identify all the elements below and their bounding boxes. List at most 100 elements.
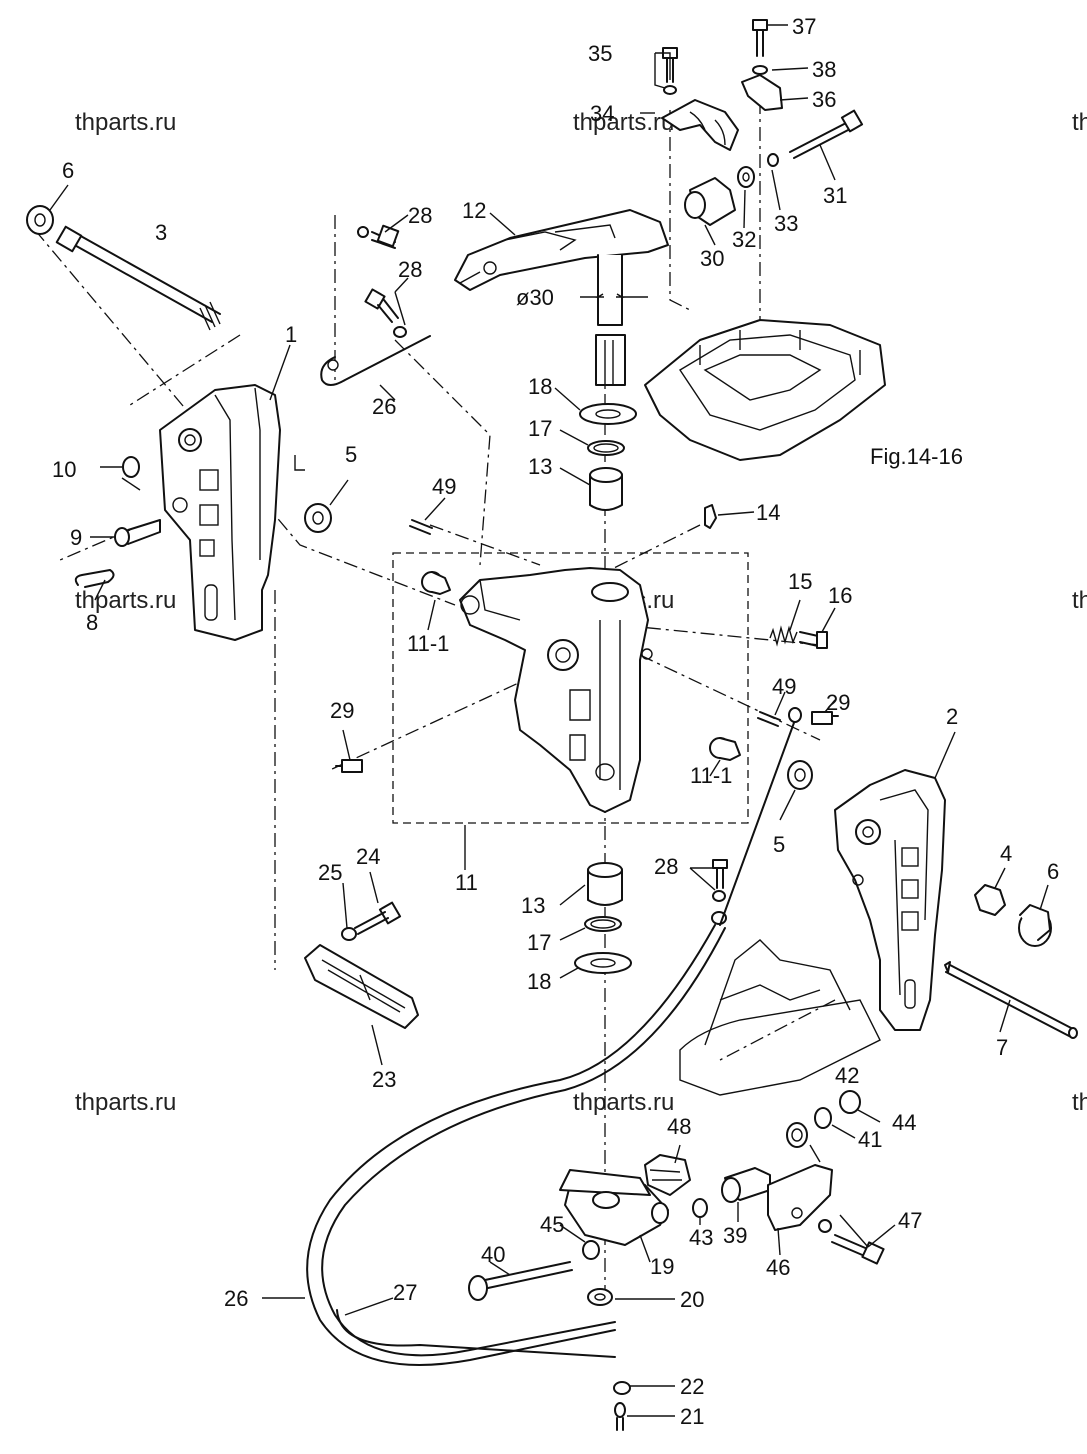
callout-18: 18 (528, 374, 552, 399)
callout-5: 5 (773, 832, 785, 857)
part-25-washer (341, 927, 357, 941)
part-46-friction-plate (767, 1164, 833, 1231)
callout-47: 47 (898, 1208, 922, 1233)
callout-7: 7 (996, 1035, 1008, 1060)
callout-18: 18 (527, 969, 551, 994)
part-11-1-bushing-left (421, 571, 451, 595)
part-45-washer (582, 1240, 600, 1260)
part-7-tilt-pin (944, 961, 1078, 1039)
part-49-pin-upper (409, 519, 433, 535)
callout-11-1: 11-1 (690, 763, 732, 788)
part-4-nut (974, 884, 1006, 916)
callout-12: 12 (462, 198, 486, 223)
part-9-bolt (114, 519, 161, 547)
callout-17: 17 (527, 930, 551, 955)
part-17-ring-upper (587, 440, 625, 456)
part-16-bolt (799, 631, 828, 649)
callout-11: 11 (455, 870, 478, 895)
callout-22: 22 (680, 1374, 704, 1399)
callout-11-1: 11-1 (407, 631, 449, 656)
callout-49: 49 (432, 474, 456, 499)
callout-42-visible: 42 (835, 1063, 859, 1088)
callout-9: 9 (70, 525, 82, 550)
figure-reference-label: Fig.14-16 (870, 444, 963, 469)
callout-17: 17 (528, 416, 552, 441)
callout-44: 44 (892, 1110, 916, 1135)
watermark: thparts.ru (75, 587, 176, 614)
callout-45: 45 (540, 1212, 564, 1237)
callout-20: 20 (680, 1287, 704, 1312)
callout-2: 2 (946, 704, 958, 729)
callout-37: 37 (792, 14, 816, 39)
part-17-ring-lower (584, 916, 622, 932)
part-23-anode (304, 944, 419, 1029)
part-11-1-bushing-right (709, 737, 741, 761)
callout-23: 23 (372, 1067, 396, 1092)
bottom-cowling-reference (644, 319, 886, 461)
callout-43: 43 (689, 1225, 713, 1250)
part-41-washer (814, 1107, 832, 1129)
part-14-clip (704, 504, 717, 529)
part-28-screw-lower (711, 859, 728, 925)
callout-15: 15 (788, 569, 812, 594)
part-49-pin-lower (757, 711, 781, 727)
part-13-bushing-upper (589, 467, 623, 511)
callout-27: 27 (393, 1280, 417, 1305)
callout-46: 46 (766, 1255, 790, 1280)
callout-1: 1 (285, 322, 297, 347)
callout-36: 36 (812, 87, 836, 112)
part-28-screw-middle (364, 288, 407, 338)
part-33-washer (767, 153, 779, 167)
part-22-nut (613, 1381, 631, 1395)
part-40-bolt (468, 1261, 573, 1301)
watermark: thparts.ru (1072, 1089, 1087, 1116)
callout-5: 5 (345, 442, 357, 467)
part-44-cap (839, 1090, 861, 1114)
callout-31: 31 (823, 183, 847, 208)
part-11-swivel-bracket (459, 567, 653, 813)
callout-33: 33 (774, 211, 798, 236)
part-24-bolt (354, 901, 402, 935)
callout-8: 8 (86, 610, 98, 635)
part-31-bolt (789, 109, 864, 159)
part-10-washer (121, 456, 141, 491)
callout-28: 28 (654, 854, 678, 879)
lower-bracket-reference (679, 939, 881, 1096)
part-20-clip (587, 1288, 613, 1306)
callout-28: 28 (398, 257, 422, 282)
callout-10: 10 (52, 457, 76, 482)
part-12-steering-arm (454, 209, 669, 386)
callout-30: 30 (700, 246, 724, 271)
part-47-bolt (818, 1219, 885, 1265)
callout-14: 14 (756, 500, 780, 525)
callout-13: 13 (521, 893, 545, 918)
part-26-link-rod-lower (306, 924, 726, 1366)
callout-48: 48 (667, 1114, 691, 1139)
callout-25: 25 (318, 860, 342, 885)
watermark: thparts.ru (1072, 109, 1087, 136)
part-38-washer (752, 65, 768, 75)
part-21-screw (614, 1402, 626, 1431)
part-39-pin (721, 1167, 771, 1203)
callout-41: 41 (858, 1127, 882, 1152)
callout-6: 6 (1047, 859, 1059, 884)
callout-29: 29 (826, 690, 850, 715)
watermark: thparts.ru (75, 109, 176, 136)
part-43-washer (692, 1198, 708, 1218)
callout-labels: 6 3 1 5 10 9 8 35 34 37 38 36 31 33 32 3… (52, 14, 1059, 1429)
part-18-washer-lower (574, 952, 632, 974)
dimension-label: ø30 (516, 285, 554, 310)
watermark: thparts.ru (573, 1089, 674, 1116)
part-1-left-clamp-bracket (159, 384, 281, 641)
watermark: thparts.ru (1072, 587, 1087, 614)
part-30-mount-rubber (684, 177, 736, 226)
part-15-spring (769, 625, 798, 647)
part-3-tilt-tube-bolt (26, 205, 221, 331)
part-5-washer-right (787, 760, 813, 790)
part-48-rubber-block (644, 1154, 691, 1196)
callout-29: 29 (330, 698, 354, 723)
callout-16: 16 (828, 583, 852, 608)
part-2-right-clamp-bracket (834, 769, 946, 1031)
part-29-grease-fitting-right (811, 711, 839, 725)
